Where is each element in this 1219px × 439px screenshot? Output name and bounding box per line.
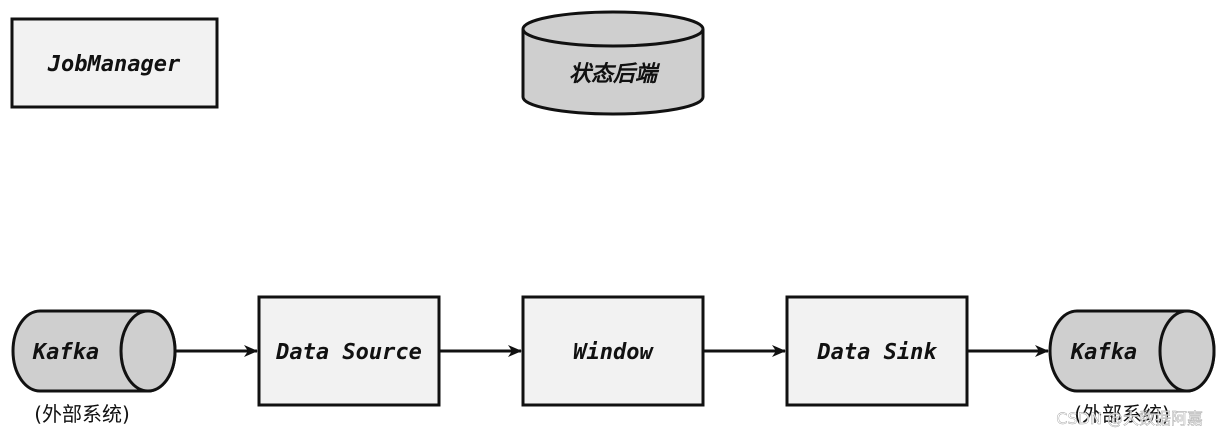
data-sink-node: Data Sink <box>785 295 969 407</box>
external-system-left-label: (外部系统) <box>34 402 130 426</box>
jobmanager-node: JobManager <box>10 17 219 109</box>
jobmanager-label: JobManager <box>47 52 181 77</box>
state-backend-label: 状态后端 <box>569 62 661 87</box>
data-sink-label: Data Sink <box>816 340 937 365</box>
kafka-source-node: Kafka <box>11 309 177 393</box>
data-source-node: Data Source <box>257 295 441 407</box>
window-label: Window <box>573 340 654 365</box>
kafka-sink-node: Kafka <box>1048 309 1216 393</box>
window-node: Window <box>521 295 705 407</box>
kafka-sink-label: Kafka <box>1070 340 1137 365</box>
csdn-watermark: CSDN @大数据阿嘉 <box>1056 409 1203 428</box>
kafka-source-label: Kafka <box>32 340 99 365</box>
data-source-label: Data Source <box>275 340 422 365</box>
external-system-right-label: (外部系统) <box>1074 402 1170 426</box>
state-backend-node: 状态后端 <box>521 10 705 116</box>
